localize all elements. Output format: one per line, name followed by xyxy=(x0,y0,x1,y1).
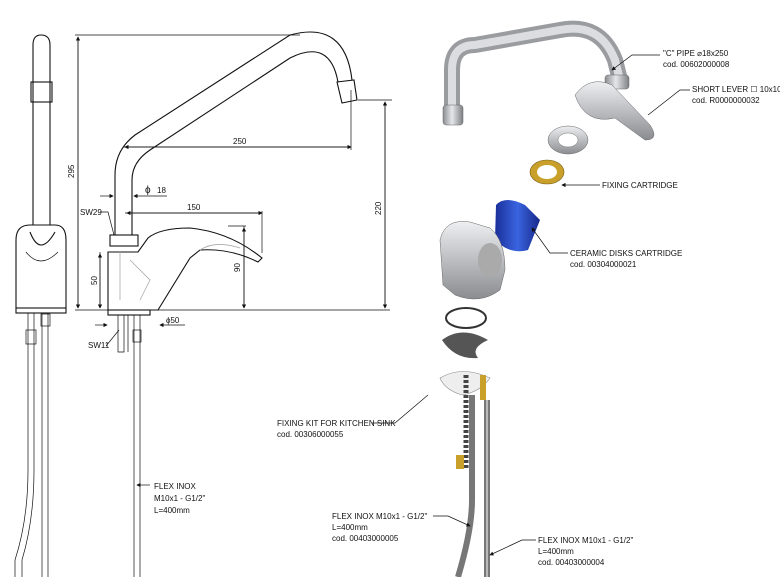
part-ceramic-name: CERAMIC DISKS CARTRIDGE xyxy=(570,249,682,258)
dim-50: 50 xyxy=(90,276,99,285)
exploded-view xyxy=(372,20,690,577)
part-c-pipe-code: cod. 00602000008 xyxy=(663,60,730,69)
part-lever-code: cod. R0000000032 xyxy=(692,96,760,105)
dim-90: 90 xyxy=(233,263,242,272)
dim-250: 250 xyxy=(233,137,247,146)
front-view xyxy=(75,31,392,577)
part-ceramic-code: cod. 00304000021 xyxy=(570,260,637,269)
part-flex1-code: cod. 00403000005 xyxy=(332,534,399,543)
dim-sw29: SW29 xyxy=(80,208,102,217)
side-view xyxy=(14,34,67,577)
dim-220: 220 xyxy=(374,201,383,215)
part-flex2-name: FLEX INOX M10x1 - G1/2" xyxy=(538,536,633,545)
dim-18: 18 xyxy=(157,186,166,195)
dimension-labels: 295 250 ϕ 18 SW29 150 220 50 90 ϕ50 SW11… xyxy=(67,137,383,515)
part-lever-name: SHORT LEVER ☐ 10x10,4 xyxy=(692,85,780,94)
left-hose-label-3: L=400mm xyxy=(154,506,190,515)
left-hose-label-2: M10x1 - G1/2" xyxy=(154,494,205,503)
part-fixing-kit-code: cod. 00306000055 xyxy=(277,430,344,439)
part-c-pipe-name: "C" PIPE ⌀18x250 xyxy=(663,49,729,58)
dim-295: 295 xyxy=(67,164,76,178)
part-flex2-length: L=400mm xyxy=(538,547,574,556)
left-hose-label-1: FLEX INOX xyxy=(154,482,196,491)
dim-sw11: SW11 xyxy=(88,341,110,350)
dim-phi-symbol: ϕ xyxy=(145,185,151,196)
part-flex1-name: FLEX INOX M10x1 - G1/2" xyxy=(332,512,427,521)
dim-150: 150 xyxy=(187,203,201,212)
part-flex1-length: L=400mm xyxy=(332,523,368,532)
part-flex2-code: cod. 00403000004 xyxy=(538,558,605,567)
part-fixing-kit-name: FIXING KIT FOR KITCHEN SINK xyxy=(277,419,396,428)
part-fixing-cartridge-name: FIXING CARTRIDGE xyxy=(602,181,678,190)
part-labels: "C" PIPE ⌀18x250 cod. 00602000008 SHORT … xyxy=(277,49,780,567)
dim-phi50: ϕ50 xyxy=(166,316,180,325)
